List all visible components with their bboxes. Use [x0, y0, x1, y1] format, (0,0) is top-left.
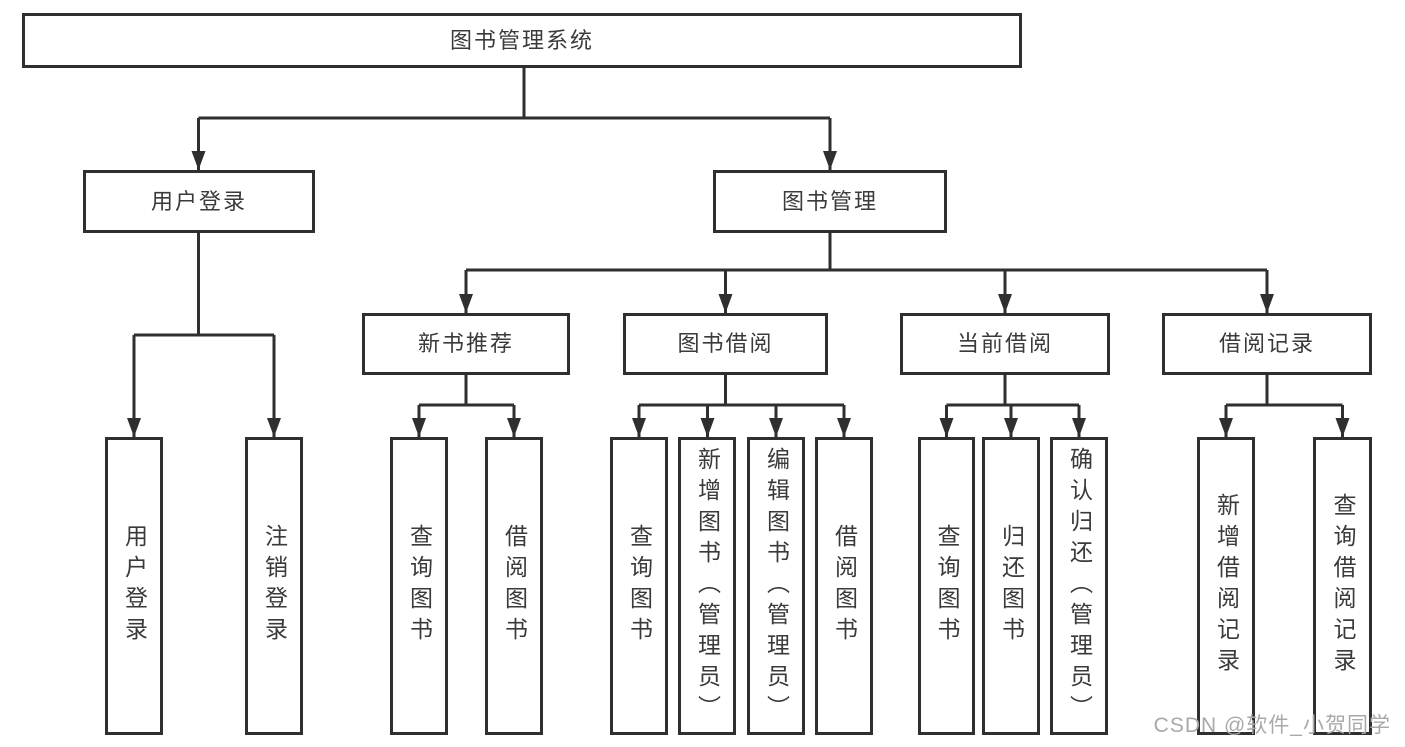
- leaf-records-1: 查询借阅记录: [1313, 437, 1372, 735]
- node-borrowing-records: 借阅记录: [1162, 313, 1372, 375]
- leaf-current-0: 查询图书: [918, 437, 975, 735]
- node-current-borrowing: 当前借阅: [900, 313, 1110, 375]
- leaf-current-2: 确认归还（管理员）: [1050, 437, 1108, 735]
- leaf-user-login-1: 注销登录: [245, 437, 303, 735]
- leaf-borrowing-1: 新增图书（管理员）: [678, 437, 736, 735]
- leaf-borrowing-0: 查询图书: [610, 437, 668, 735]
- leaf-borrowing-3: 借阅图书: [815, 437, 873, 735]
- node-book-management: 图书管理: [713, 170, 947, 233]
- leaf-new-books-1: 借阅图书: [485, 437, 543, 735]
- node-user-login: 用户登录: [83, 170, 315, 233]
- leaf-borrowing-2: 编辑图书（管理员）: [747, 437, 805, 735]
- leaf-new-books-0: 查询图书: [390, 437, 448, 735]
- leaf-user-login-0: 用户登录: [105, 437, 163, 735]
- leaf-records-0: 新增借阅记录: [1197, 437, 1255, 735]
- node-new-books: 新书推荐: [362, 313, 570, 375]
- node-root-system: 图书管理系统: [22, 13, 1022, 68]
- leaf-current-1: 归还图书: [982, 437, 1040, 735]
- node-book-borrowing: 图书借阅: [623, 313, 828, 375]
